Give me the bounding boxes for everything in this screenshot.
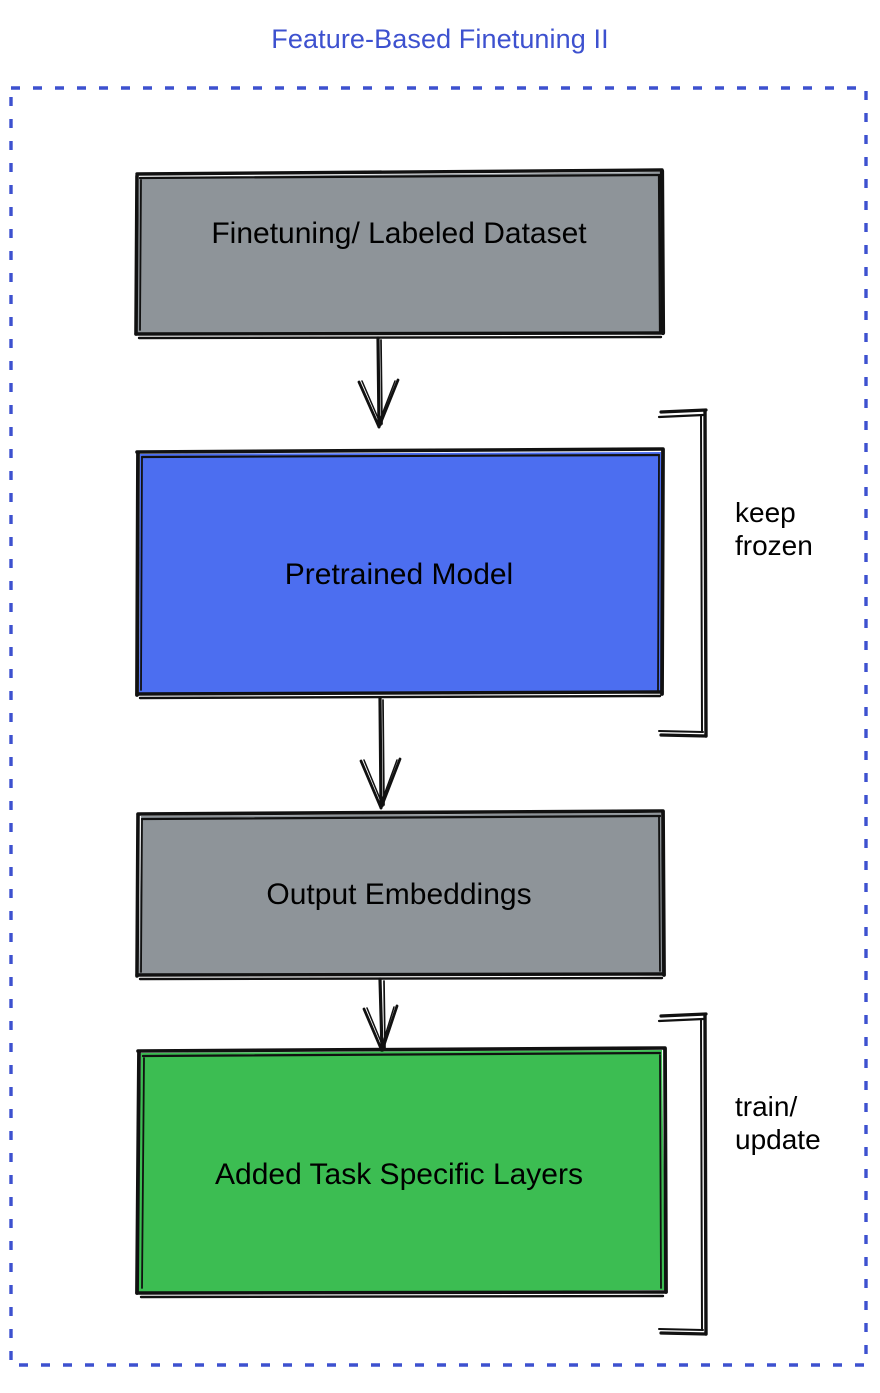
annotation-train-update-line2: update xyxy=(735,1124,821,1156)
arrow-embeddings-to-layers xyxy=(362,977,399,1053)
arrow-model-to-embeddings xyxy=(359,696,402,810)
annotation-keep-frozen-line1: keep xyxy=(735,497,796,528)
node-label-added-task-layers: Added Task Specific Layers xyxy=(215,1158,583,1191)
bracket-train-update xyxy=(657,1012,708,1336)
node-output-embeddings xyxy=(135,809,666,981)
bracket-keep-frozen xyxy=(657,408,708,738)
annotation-keep-frozen-line2: frozen xyxy=(735,530,813,562)
node-label-output-embeddings: Output Embeddings xyxy=(266,878,532,911)
arrow-dataset-to-model xyxy=(357,336,400,429)
dashed-container-border xyxy=(9,86,868,1367)
node-label-pretrained-model: Pretrained Model xyxy=(284,558,514,591)
node-added-task-layers xyxy=(135,1046,668,1299)
annotation-train-update-line1: train/ xyxy=(735,1091,798,1122)
node-finetuning-dataset xyxy=(134,168,666,340)
node-pretrained-model xyxy=(135,447,665,700)
page-title: Feature-Based Finetuning II xyxy=(271,24,609,54)
annotation-label-train-update: train/update xyxy=(735,1090,821,1156)
node-label-finetuning-dataset: Finetuning/ Labeled Dataset xyxy=(211,217,587,250)
